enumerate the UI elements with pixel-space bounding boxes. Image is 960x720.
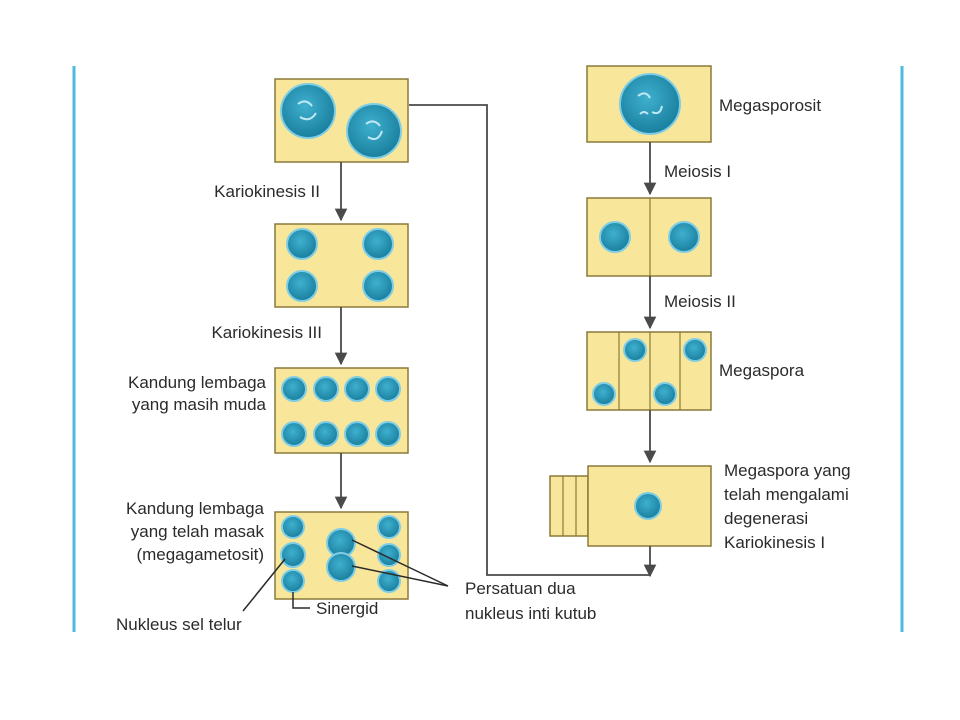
nucleus [619, 73, 681, 135]
nucleus [346, 103, 402, 159]
synergid-nucleus [280, 542, 306, 568]
right-column: Megasporosit Meiosis I Meiosis II Megasp… [549, 65, 851, 578]
antipodal-nucleus [281, 515, 305, 539]
nucleus [313, 421, 339, 447]
nucleus [592, 382, 616, 406]
nucleus [281, 421, 307, 447]
polar-nucleus [326, 552, 356, 582]
pointer-polar-a [351, 539, 449, 587]
label-young-sac-2: yang masih muda [132, 395, 267, 414]
left-column: Kariokinesis II Kariokinesis III Kandung… [126, 78, 409, 600]
nucleus [375, 376, 401, 402]
label-young-sac-1: Kandung lembaga [128, 373, 267, 392]
label-kariokinesis-2: Kariokinesis II [214, 182, 320, 201]
nucleus [653, 382, 677, 406]
label-degenerated-2: telah mengalami [724, 485, 849, 504]
label-mature-sac-2: yang telah masak [131, 522, 265, 541]
nucleus [634, 492, 662, 520]
label-kariokinesis-3: Kariokinesis III [211, 323, 322, 342]
nucleus [683, 338, 707, 362]
nucleus [313, 376, 339, 402]
label-mature-sac-3: (megagametosit) [136, 545, 264, 564]
degenerated-megaspores [549, 475, 589, 537]
egg-nucleus [281, 569, 305, 593]
label-synergid: Sinergid [316, 599, 378, 618]
connector-line [409, 104, 650, 576]
nucleus [286, 270, 318, 302]
pointer-egg-nucleus [242, 558, 286, 612]
nucleus [344, 421, 370, 447]
label-polar-fusion-1: Persatuan dua [465, 579, 576, 598]
label-mature-sac-1: Kandung lembaga [126, 499, 265, 518]
antipodal-nucleus [377, 543, 401, 567]
nucleus [375, 421, 401, 447]
label-egg-nucleus: Nukleus sel telur [116, 615, 242, 634]
label-megasporocyte: Megasporosit [719, 96, 821, 115]
pointer-synergid [292, 592, 310, 609]
label-meiosis-2: Meiosis II [664, 292, 736, 311]
pointer-polar-b [351, 565, 449, 587]
nucleus [668, 221, 700, 253]
nucleus [280, 83, 336, 139]
nucleus [362, 228, 394, 260]
label-degenerated-4: Kariokinesis I [724, 533, 825, 552]
label-polar-fusion-2: nukleus inti kutub [465, 604, 596, 623]
label-meiosis-1: Meiosis I [664, 162, 731, 181]
nucleus [281, 376, 307, 402]
nucleus [362, 270, 394, 302]
label-degenerated-1: Megaspora yang [724, 461, 851, 480]
label-megaspore: Megaspora [719, 361, 805, 380]
label-degenerated-3: degenerasi [724, 509, 808, 528]
nucleus [599, 221, 631, 253]
nucleus [286, 228, 318, 260]
nucleus [344, 376, 370, 402]
antipodal-nucleus [377, 515, 401, 539]
nucleus [623, 338, 647, 362]
